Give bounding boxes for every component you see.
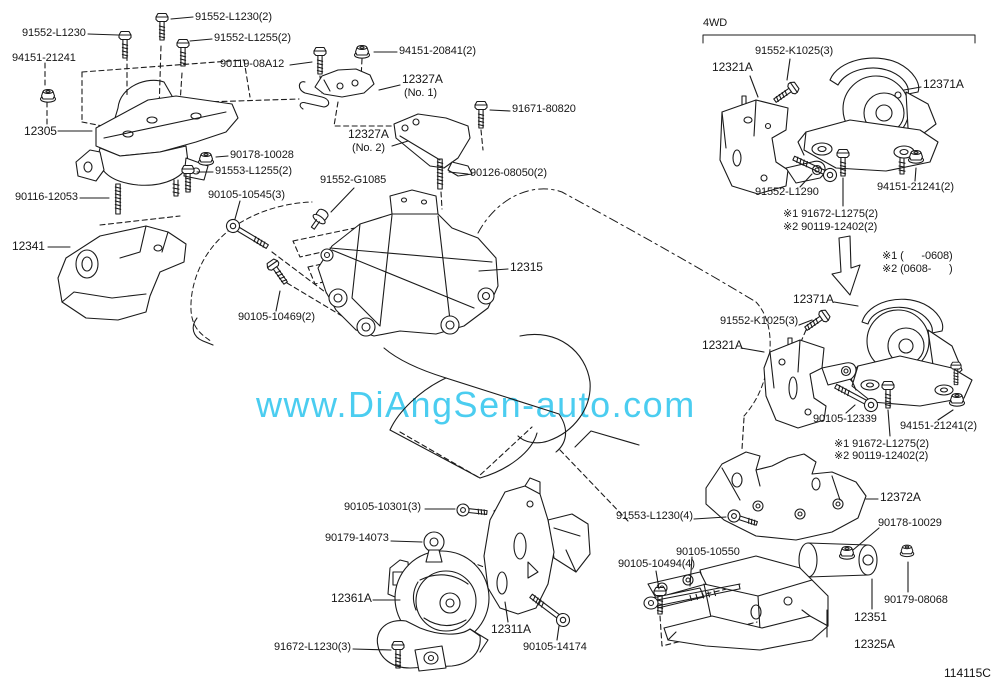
part-12372A-bracket	[705, 451, 867, 541]
engine-outline	[190, 188, 771, 479]
label-90105-10545-3: 90105-10545(3)	[208, 189, 285, 201]
part-12321A-bracket-lower	[763, 337, 857, 429]
label-94151-21241-2: 94151-21241(2)	[877, 181, 954, 193]
nut-icon	[838, 545, 856, 560]
bolt-icon	[181, 164, 195, 193]
bolt-icon	[770, 79, 801, 107]
label-note1-91672-lower: ※1 91672-L1275(2)	[834, 438, 929, 450]
part-12327A-no1-bracket	[314, 68, 375, 98]
label-4wd-section: 4WD	[703, 17, 728, 29]
label-90105-10301-3: 90105-10301(3)	[344, 501, 421, 513]
label-note1-91672: ※1 91672-L1275(2)	[783, 208, 878, 220]
label-91553-L1230-4: 91553-L1230(4)	[616, 510, 693, 522]
label-90105-10469-2: 90105-10469(2)	[238, 311, 315, 323]
label-90178-10029: 90178-10029	[878, 517, 942, 529]
label-90119-08A12: 90119-08A12	[220, 58, 285, 70]
label-90105-10550: 90105-10550	[676, 546, 740, 558]
label-12321A-top: 12321A	[712, 60, 753, 74]
label-12311A: 12311A	[491, 622, 531, 636]
part-12321A-bracket-top	[719, 95, 826, 195]
label-12351: 12351	[854, 610, 887, 624]
label-91552-K1025-3: 91552-K1025(3)	[755, 45, 834, 57]
label-90178-10028: 90178-10028	[230, 149, 294, 161]
label-12321A-lower: 12321A	[702, 338, 743, 352]
part-12327A-no2-bracket	[393, 113, 473, 177]
label-90105-14174: 90105-14174	[523, 641, 587, 653]
part-12371A-mount-lower	[849, 298, 973, 407]
label-12327A-no1-sub: (No. 1)	[404, 87, 437, 99]
label-91552-K1025-3-lower: 91552-K1025(3)	[720, 315, 799, 327]
label-90105-12339: 90105-12339	[813, 413, 877, 425]
label-note2-90119-lower: ※2 90119-12402(2)	[834, 450, 929, 462]
label-91553-L1255-2: 91553-L1255(2)	[215, 165, 292, 177]
washer-bolt-icon	[310, 208, 329, 230]
stud-icon	[114, 183, 122, 215]
nut-icon	[907, 149, 925, 164]
label-12327A-no2-sub: (No. 2)	[352, 142, 385, 154]
bolt-icon	[176, 38, 190, 67]
label-91671-80820: 91671-80820	[512, 103, 576, 115]
label-90116-12053: 90116-12053	[15, 191, 78, 203]
part-12371A-mount-top	[797, 57, 939, 175]
label-94151-21241-2-lower: 94151-21241(2)	[900, 420, 977, 432]
part-90119-08A12-hook	[298, 81, 330, 110]
part-12341-bracket	[57, 225, 187, 321]
label-note2-range: ※2 (0608- )	[882, 263, 953, 275]
label-91552-L1255-2: 91552-L1255(2)	[214, 32, 291, 44]
fasteners	[39, 12, 966, 669]
part-12315-bracket	[317, 189, 499, 337]
nut-icon	[353, 44, 371, 59]
bolt-icon	[264, 257, 292, 288]
part-12361A-mount	[376, 550, 490, 672]
nut-icon	[197, 151, 215, 166]
long-bolt-icon	[643, 583, 741, 610]
part-12311A-bracket	[483, 477, 591, 615]
nut-icon	[899, 544, 915, 558]
label-91552-L1290: 91552-L1290	[755, 186, 819, 198]
label-90179-08068: 90179-08068	[884, 594, 948, 606]
bolt-icon	[155, 12, 169, 41]
label-note1-range: ※1 ( -0608)	[882, 250, 953, 262]
label-12315: 12315	[510, 260, 543, 274]
label-90105-10494-4: 90105-10494(4)	[618, 558, 695, 570]
4wd-section-bracket	[702, 34, 976, 44]
grommet-icon	[423, 531, 445, 563]
label-12327A-no2: 12327A	[348, 127, 389, 141]
label-12361A: 12361A	[331, 591, 372, 605]
part-12325A-bracket	[647, 555, 829, 651]
label-90179-14073: 90179-14073	[325, 532, 389, 544]
label-12305: 12305	[24, 124, 57, 138]
label-12325A: 12325A	[854, 637, 895, 651]
down-arrow	[831, 235, 861, 296]
bolt-icon	[801, 307, 832, 335]
drawing-code: 114115C	[944, 666, 991, 680]
nut-icon	[39, 88, 57, 103]
label-91552-L1230-2: 91552-L1230(2)	[195, 11, 272, 23]
label-91552-G1085: 91552-G1085	[320, 174, 387, 186]
bolt-icon	[313, 46, 327, 75]
nut-icon	[948, 392, 966, 407]
label-91672-L1230-3: 91672-L1230(3)	[274, 641, 351, 653]
bolt-icon	[118, 30, 132, 59]
label-91552-L1230: 91552-L1230	[22, 27, 86, 39]
label-94151-21241: 94151-21241	[12, 52, 76, 64]
label-note2-90119: ※2 90119-12402(2)	[783, 221, 878, 233]
bolt-icon	[474, 100, 488, 129]
leader-lines	[47, 16, 954, 651]
label-90126-08050-2: 90126-08050(2)	[470, 167, 547, 179]
part-12351-bushing	[798, 542, 878, 578]
label-12371A-lower: 12371A	[793, 292, 834, 306]
part-12305-insulator	[75, 79, 239, 197]
label-12371A-top: 12371A	[923, 77, 964, 91]
label-12327A-no1: 12327A	[402, 72, 443, 86]
label-94151-20841-2: 94151-20841(2)	[399, 45, 476, 57]
label-12372A: 12372A	[880, 490, 921, 504]
watermark: www.DiAngSen-auto.com	[256, 384, 696, 425]
bolt-icon	[455, 502, 489, 520]
long-bolt-icon	[223, 216, 272, 253]
label-12341: 12341	[12, 239, 45, 253]
